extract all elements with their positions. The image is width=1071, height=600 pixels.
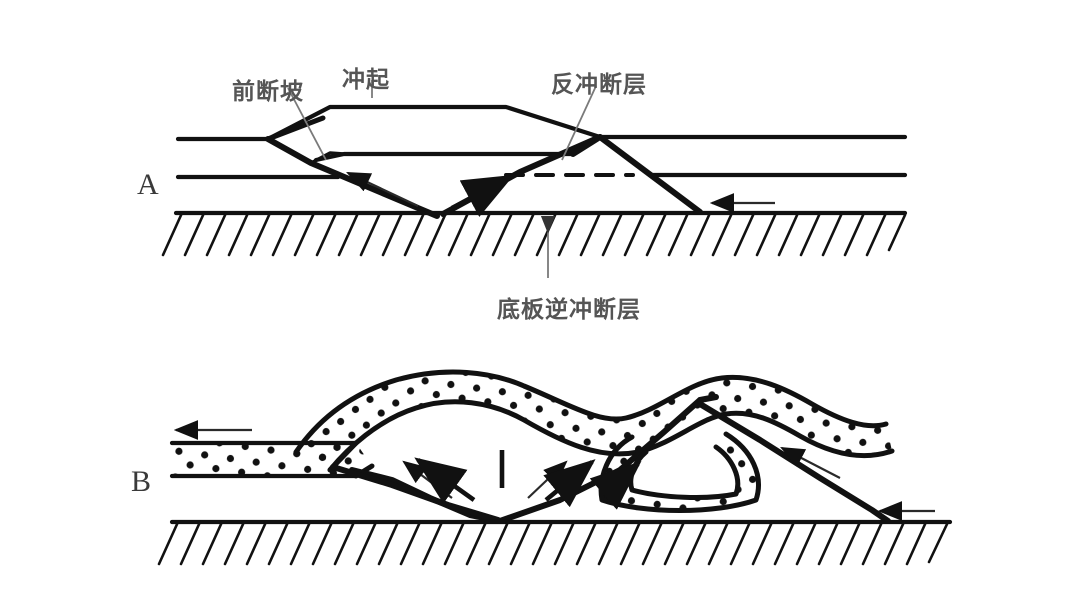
panel-a-group [161,80,908,278]
right-ramp-b [697,401,891,524]
bed-upper-popup-a [265,104,603,142]
strain-arrow-b-5 [543,459,596,508]
popup-left-limb-b [330,464,501,523]
panel-b-group [157,369,953,566]
label-floor-thrust: 底板逆冲断层 [497,297,641,323]
backthrust-upper-tip-b [697,394,719,403]
fore-ramp-splay-a [265,115,326,142]
slip-arrow-backthrust-a [450,174,515,217]
leader-fore-ramp [287,87,327,161]
label-backthrust: 反冲断层 [551,72,647,98]
horse-lens-b [628,444,741,500]
label-fore-ramp: 前断坡 [232,79,304,105]
strain-arrow-b-2 [414,457,476,504]
transport-arrow-backthrust-b [780,446,841,479]
label-popup: 冲起 [342,67,390,93]
stipple-layer-fold-b [296,372,892,470]
panel-letter-a: A [137,168,159,201]
leader-backthrust [561,85,597,161]
slip-arrow-forethrust-a [346,172,419,207]
bed-top-fold-b [293,369,889,455]
fore-wedge-base-a [309,151,346,165]
strain-arrow-b-6 [589,460,642,510]
hachure-band-a [161,211,907,257]
hachure-band-b [157,520,950,566]
panel-letter-b: B [131,465,152,498]
stipple-horse-skirt-b [601,434,759,511]
strain-arrow-b-4 [527,460,568,499]
